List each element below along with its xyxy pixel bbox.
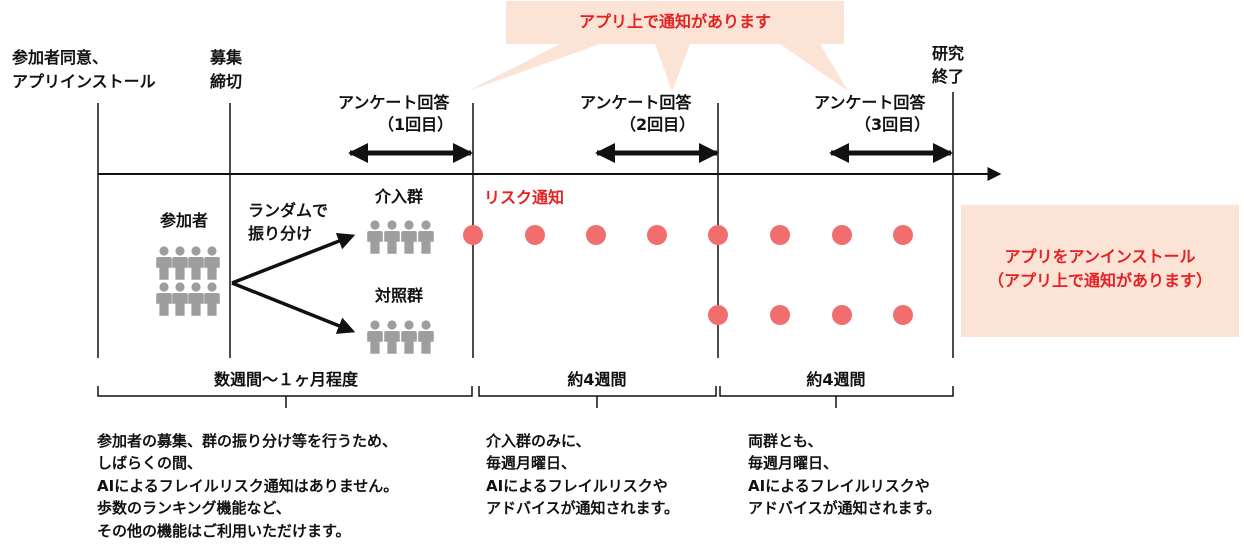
description-3: 両群とも、 毎週月曜日、 AIによるフレイルリスクや アドバイスが通知されます。 (748, 432, 941, 517)
notification-dot (770, 225, 790, 245)
notification-dot (770, 305, 790, 325)
survey-2-title: アンケート回答 (580, 93, 692, 112)
description-2-line: アドバイスが通知されます。 (486, 499, 679, 517)
description-3-line: 毎週月曜日、 (748, 454, 838, 472)
description-1: 参加者の募集、群の振り分け等を行うため、 しばらくの間、 AIによるフレイルリス… (97, 432, 398, 540)
randomize-arrow-intervention (231, 232, 356, 285)
intervention-group-icon (367, 220, 434, 254)
description-2: 介入群のみに、 毎週月曜日、 AIによるフレイルリスクや アドバイスが通知されま… (485, 432, 679, 517)
survey-2-round: （2回目） (620, 115, 695, 134)
notification-callout: アプリ上で通知があります (468, 1, 848, 91)
notification-dot (708, 225, 728, 245)
description-3-line: 両群とも、 (748, 432, 823, 450)
randomize-arrow-control (231, 281, 356, 334)
description-2-line: 毎週月曜日、 (486, 454, 576, 472)
notification-dot (586, 225, 606, 245)
description-1-line: 参加者の募集、群の振り分け等を行うため、 (97, 432, 397, 450)
survey-1-title: アンケート回答 (338, 93, 450, 112)
control-notification-dots (708, 305, 913, 325)
notification-dot (832, 225, 852, 245)
randomize-label-line1: ランダムで (248, 201, 328, 220)
notification-dot (525, 225, 545, 245)
uninstall-line2: （アプリ上で通知があります） (988, 271, 1212, 290)
period-3-label: 約4週間 (806, 370, 865, 389)
survey-1-round: （1回目） (378, 115, 453, 134)
milestone-study-end-line1: 研究 (932, 44, 964, 63)
milestone-consent-line1: 参加者同意、 (12, 48, 108, 67)
notification-dot (463, 225, 483, 245)
notification-dot (647, 225, 667, 245)
uninstall-line1: アプリをアンインストール (1004, 247, 1195, 266)
notification-dot (832, 305, 852, 325)
notification-dot (893, 225, 913, 245)
description-2-line: AIによるフレイルリスクや (486, 477, 668, 495)
intervention-group-label: 介入群 (374, 187, 423, 206)
risk-notice-label: リスク通知 (484, 188, 564, 207)
randomize-label-line2: 振り分け (248, 224, 312, 243)
survey-3-title: アンケート回答 (814, 93, 926, 112)
callout-text: アプリ上で通知があります (579, 12, 771, 31)
participants-label: 参加者 (160, 211, 208, 230)
period-1-label: 数週間～１ヶ月程度 (214, 370, 359, 389)
notification-dot (893, 305, 913, 325)
description-1-line: AIによるフレイルリスク通知はありません。 (97, 477, 398, 495)
control-group-label: 対照群 (374, 286, 423, 305)
description-3-line: アドバイスが通知されます。 (748, 499, 941, 517)
milestone-study-end-line2: 終了 (932, 67, 964, 86)
survey-3-round: （3回目） (855, 115, 930, 134)
description-1-line: 歩数のランキング機能など、 (97, 499, 291, 517)
description-2-line: 介入群のみに、 (485, 432, 591, 450)
period-1-brace (97, 386, 473, 408)
participants-icon-group (156, 246, 220, 316)
notification-dot (708, 305, 728, 325)
milestone-recruit-end-line1: 募集 (209, 48, 243, 67)
description-1-line: その他の機能はご利用いただけます。 (97, 522, 351, 540)
period-2-brace (478, 386, 717, 408)
period-3-brace (719, 386, 954, 408)
milestone-consent-line2: アプリインストール (12, 72, 156, 91)
control-group-icon (367, 320, 434, 354)
uninstall-box: アプリをアンインストール （アプリ上で通知があります） (961, 205, 1239, 337)
period-2-label: 約4週間 (567, 370, 626, 389)
description-3-line: AIによるフレイルリスクや (748, 477, 930, 495)
milestone-recruit-end-line2: 締切 (210, 72, 242, 91)
description-1-line: しばらくの間、 (97, 454, 202, 472)
intervention-notification-dots (463, 225, 913, 245)
